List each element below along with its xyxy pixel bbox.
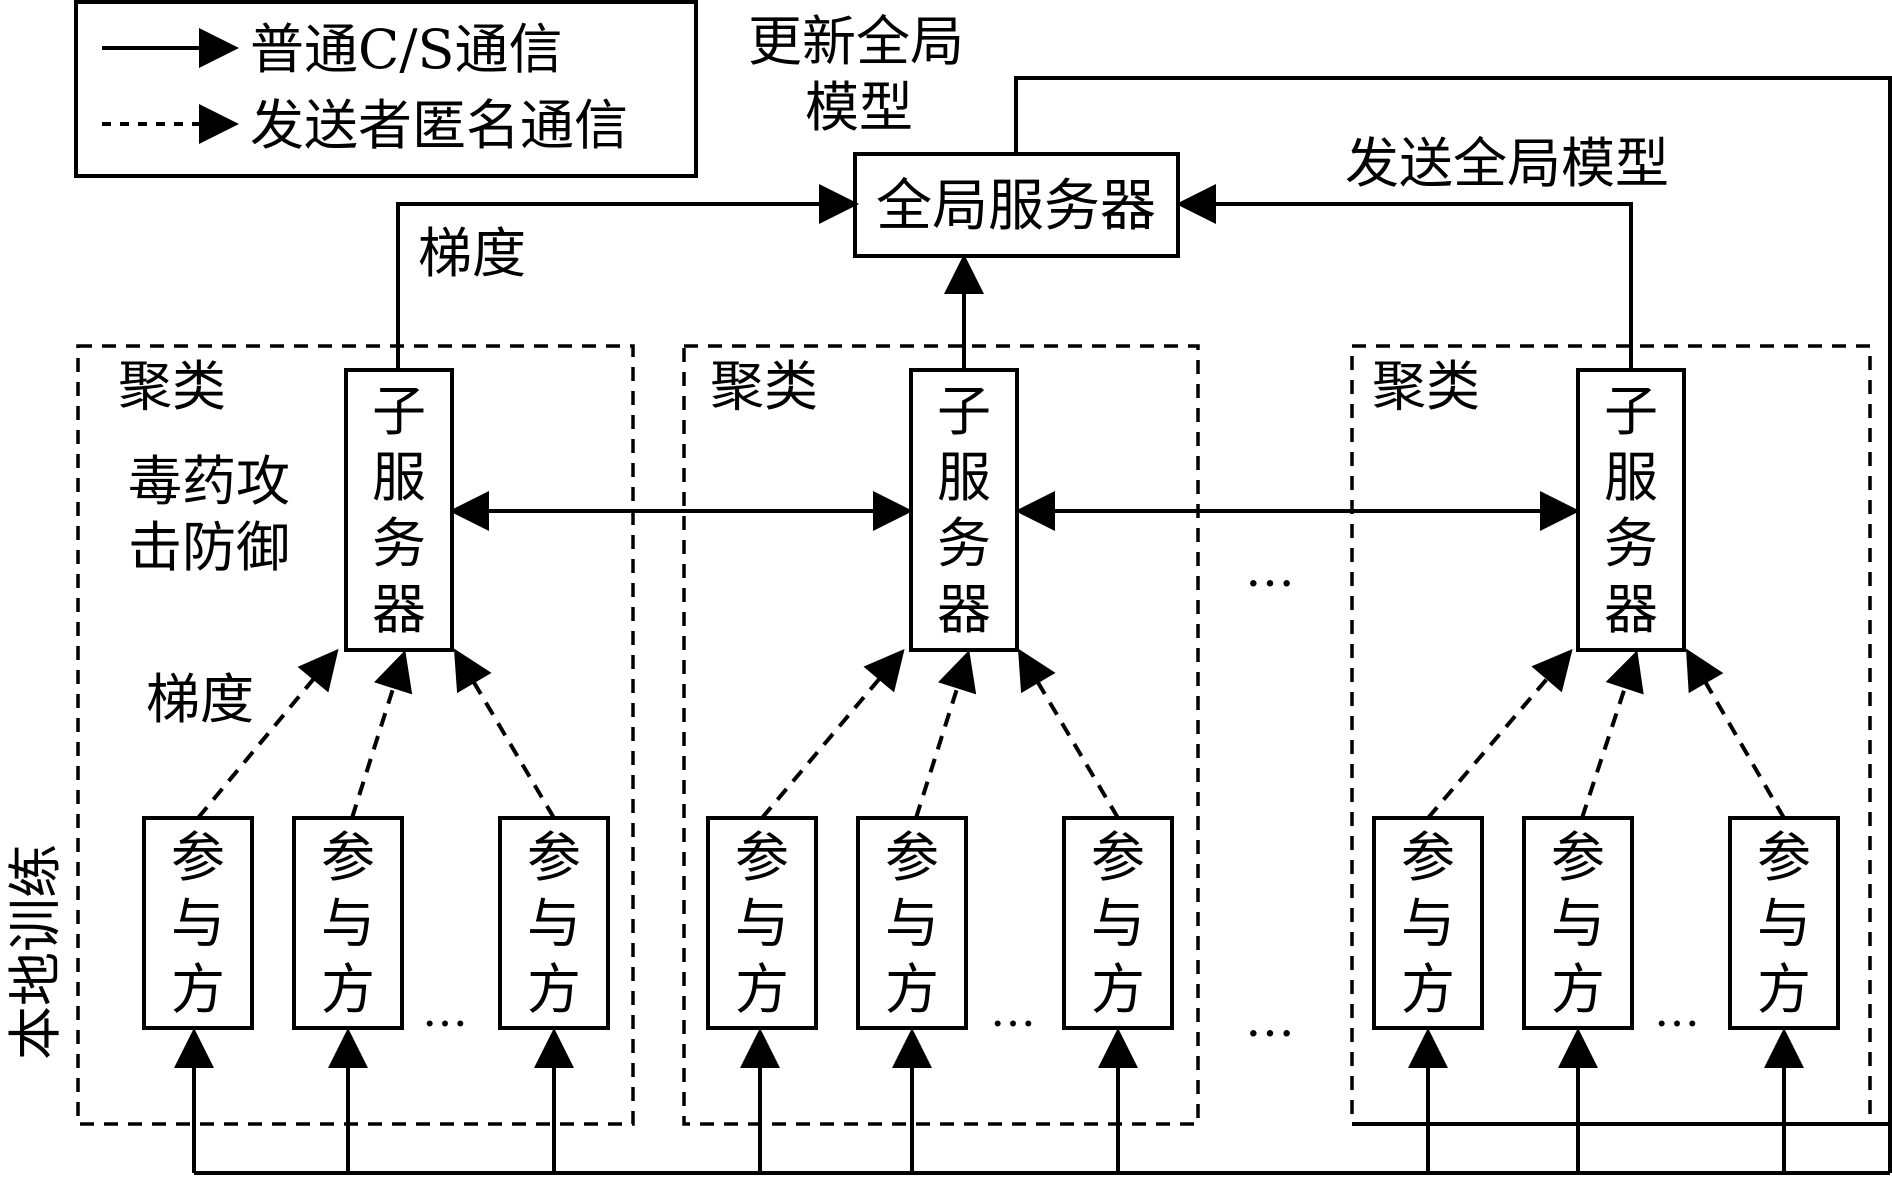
svg-text:参: 参 xyxy=(1401,826,1455,889)
global-server: 全局服务器 xyxy=(853,152,1180,258)
participant: 参 与 方 xyxy=(1522,816,1634,1030)
legend-normal-label: 普通C/S通信 xyxy=(250,18,563,81)
svg-text:方: 方 xyxy=(885,958,939,1021)
participant: 参 与 方 xyxy=(1062,816,1174,1030)
ellipsis: … xyxy=(990,983,1036,1037)
svg-text:参: 参 xyxy=(885,826,939,889)
svg-text:参: 参 xyxy=(1757,826,1811,889)
svg-text:参: 参 xyxy=(527,826,581,889)
gradient-label: 梯度 xyxy=(146,668,254,731)
svg-text:参: 参 xyxy=(1091,826,1145,889)
ellipsis: … xyxy=(422,983,468,1037)
cluster-label: 聚类 xyxy=(118,355,226,418)
participant: 参 与 方 xyxy=(498,816,610,1030)
sub-server: 子 服 务 器 xyxy=(1576,368,1686,652)
svg-text:参: 参 xyxy=(321,826,375,889)
svg-text:务: 务 xyxy=(372,512,426,575)
global-server-label: 全局服务器 xyxy=(876,174,1156,239)
cluster-label: 聚类 xyxy=(710,355,818,418)
update-feedback-line xyxy=(1014,76,1892,1126)
participant: 参 与 方 xyxy=(1372,816,1484,1030)
poison-defense-label-2: 击防御 xyxy=(128,516,290,579)
ellipsis: … xyxy=(1245,540,1295,598)
svg-text:与: 与 xyxy=(1091,892,1145,955)
cluster-1: 聚类 毒药攻 击防御 梯度 子 服 务 器 参 与 方 参 与 方 … 参 与 … xyxy=(76,344,635,1173)
svg-text:方: 方 xyxy=(171,958,225,1021)
svg-text:与: 与 xyxy=(527,892,581,955)
cluster1-to-global-arrow xyxy=(396,184,859,368)
participant: 参 与 方 xyxy=(706,816,818,1030)
send-global-model-label: 发送全局模型 xyxy=(1345,132,1669,195)
svg-text:方: 方 xyxy=(321,958,375,1021)
sub-server: 子 服 务 器 xyxy=(344,368,454,652)
legend: 普通C/S通信 发送者匿名通信 xyxy=(74,0,698,178)
participant: 参 与 方 xyxy=(142,816,254,1030)
svg-text:子: 子 xyxy=(372,380,426,443)
update-global-model-label-1: 更新全局 xyxy=(748,10,964,73)
svg-text:服: 服 xyxy=(1604,446,1658,509)
svg-text:子: 子 xyxy=(1604,380,1658,443)
svg-text:器: 器 xyxy=(937,578,991,641)
svg-text:参: 参 xyxy=(735,826,789,889)
svg-text:与: 与 xyxy=(1757,892,1811,955)
svg-text:器: 器 xyxy=(372,578,426,641)
sub-server: 子 服 务 器 xyxy=(909,368,1019,652)
svg-text:方: 方 xyxy=(1091,958,1145,1021)
svg-text:方: 方 xyxy=(1551,958,1605,1021)
svg-text:与: 与 xyxy=(1551,892,1605,955)
cluster-3: 聚类 子 服 务 器 参 与 方 参 与 方 … 参 与 方 xyxy=(1350,344,1872,1173)
cluster-label: 聚类 xyxy=(1372,355,1480,418)
update-global-model-label-2: 模型 xyxy=(805,76,913,139)
svg-text:与: 与 xyxy=(885,892,939,955)
svg-text:方: 方 xyxy=(527,958,581,1021)
svg-text:方: 方 xyxy=(1757,958,1811,1021)
svg-text:务: 务 xyxy=(1604,512,1658,575)
svg-text:参: 参 xyxy=(171,826,225,889)
legend-anonymous-label: 发送者匿名通信 xyxy=(250,94,628,157)
svg-text:参: 参 xyxy=(1551,826,1605,889)
svg-text:务: 务 xyxy=(937,512,991,575)
poison-defense-label-1: 毒药攻 xyxy=(128,450,290,513)
cluster3-to-global-arrow xyxy=(1176,184,1633,368)
ellipsis: … xyxy=(1654,983,1700,1037)
gradient-top-label: 梯度 xyxy=(418,222,526,285)
ellipsis: … xyxy=(1245,990,1295,1048)
svg-text:与: 与 xyxy=(171,892,225,955)
svg-text:服: 服 xyxy=(372,446,426,509)
svg-text:与: 与 xyxy=(735,892,789,955)
svg-text:与: 与 xyxy=(1401,892,1455,955)
svg-text:服: 服 xyxy=(937,446,991,509)
svg-text:器: 器 xyxy=(1604,578,1658,641)
svg-text:子: 子 xyxy=(937,380,991,443)
cluster-2: 聚类 子 服 务 器 参 与 方 参 与 方 … 参 与 方 xyxy=(682,344,1200,1173)
svg-text:方: 方 xyxy=(1401,958,1455,1021)
local-training-label: 本地训练 xyxy=(4,844,67,1060)
svg-text:与: 与 xyxy=(321,892,375,955)
participant: 参 与 方 xyxy=(1728,816,1840,1030)
svg-text:方: 方 xyxy=(735,958,789,1021)
participant: 参 与 方 xyxy=(856,816,968,1030)
participant: 参 与 方 xyxy=(292,816,404,1030)
